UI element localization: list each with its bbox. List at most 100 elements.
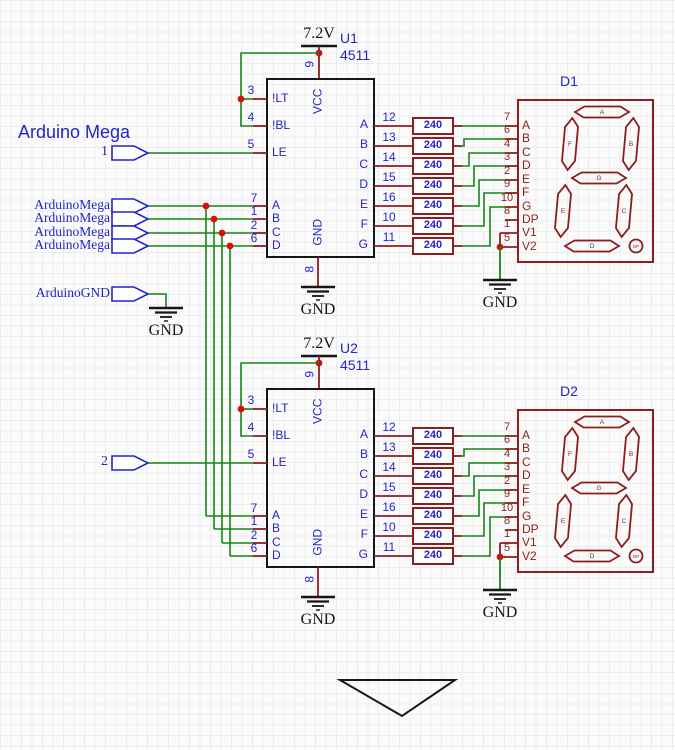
u1-data-pin-number: 7: [250, 191, 258, 205]
u2-left-pin-number: 5: [247, 447, 255, 461]
d1-ref-label: D1: [560, 73, 578, 89]
segment-route-wire[interactable]: [462, 502, 505, 537]
d2-pin-number: 8: [503, 515, 511, 527]
d2-segment-f[interactable]: [561, 426, 579, 482]
u2-data-pin-number: 6: [250, 541, 258, 555]
u2-gnd-symbol-label: GND: [300, 611, 336, 628]
d1-segment-dp[interactable]: [628, 238, 644, 254]
u2-lt-bl-feed-wire[interactable]: [240, 362, 319, 437]
connector-flag-arduinomega[interactable]: [111, 211, 150, 227]
arduinomega-flag-label: ArduinoMega: [34, 210, 110, 225]
connector-flag-arduinomega[interactable]: [111, 225, 150, 241]
segment-route-wire[interactable]: [462, 489, 505, 517]
d2-dp-letter: DP: [633, 554, 639, 559]
resistor-value: 240: [423, 489, 443, 501]
u1-ic-body[interactable]: [266, 78, 375, 258]
d1-segment-letter: G: [596, 175, 601, 182]
segment-route-wire[interactable]: [462, 152, 505, 167]
d1-segment-c[interactable]: [615, 183, 633, 239]
d1-display-body[interactable]: [517, 99, 654, 263]
u1-ref-label: U1: [340, 30, 358, 46]
u1-lt-bl-feed-wire[interactable]: [240, 52, 319, 127]
u1-lt-junction[interactable]: [237, 95, 245, 103]
segment-route-wire[interactable]: [462, 179, 505, 207]
resistor-value: 240: [423, 449, 443, 461]
resistor-value: 240: [423, 549, 443, 561]
d1-pin-number: 3: [503, 151, 511, 163]
segment-route-wire[interactable]: [462, 192, 505, 227]
d2-segment-g[interactable]: [570, 481, 628, 495]
d2-segment-e[interactable]: [554, 493, 572, 549]
u1-out-pin-number: 14: [382, 150, 396, 164]
d2-display-body[interactable]: [517, 409, 654, 573]
d2-pin-number: 7: [503, 421, 511, 433]
u1-out-pin-name: G: [358, 237, 368, 251]
d1-pin-name: C: [522, 145, 531, 159]
u1-out-pin-name: B: [359, 137, 368, 151]
d1-segment-d[interactable]: [563, 239, 621, 253]
triangle-outline[interactable]: [336, 679, 459, 718]
d2-pin-name: A: [522, 428, 531, 442]
d2-segment-letter: G: [596, 485, 601, 492]
d2-segment-letter: C: [622, 518, 627, 525]
segment-route-wire[interactable]: [462, 138, 505, 147]
d1-segment-letter: E: [561, 208, 566, 215]
d1-segment-f[interactable]: [561, 116, 579, 172]
u2-power-rail-label: 7.2V: [303, 335, 335, 352]
d1-pin-number: 4: [503, 138, 511, 150]
connector-flag-arduinognd[interactable]: [111, 286, 150, 302]
segment-route-wire[interactable]: [462, 165, 505, 187]
data-bus-junction[interactable]: [226, 242, 234, 250]
d2-segment-letter: D: [590, 553, 595, 560]
u2-ic-body[interactable]: [266, 388, 375, 568]
d1-pin-number: 6: [503, 124, 511, 136]
connector-flag-le-2[interactable]: [111, 455, 150, 471]
resistor-value: 240: [423, 509, 443, 521]
d2-pin-number: 9: [503, 488, 511, 500]
u2-left-pin-name: LE: [272, 455, 287, 469]
d2-segment-d[interactable]: [563, 549, 621, 563]
connector-flag-arduinomega[interactable]: [111, 198, 150, 214]
data-bus-junction[interactable]: [218, 229, 226, 237]
connector-flag-arduinomega[interactable]: [111, 238, 150, 254]
u2-lt-junction[interactable]: [237, 405, 245, 413]
data-bus-junction[interactable]: [202, 202, 210, 210]
d1-segment-b[interactable]: [622, 116, 640, 172]
u2-left-pin-number: 4: [247, 420, 255, 434]
d2-pin-number: 2: [503, 475, 511, 487]
arduinognd-wire[interactable]: [148, 293, 167, 308]
d2-segment-letter: F: [568, 451, 572, 458]
d1-segment-e[interactable]: [554, 183, 572, 239]
d1-segment-g[interactable]: [570, 171, 628, 185]
d2-segment-a[interactable]: [573, 415, 631, 429]
u1-out-pin-number: 10: [382, 210, 396, 224]
d1-pin-number: 7: [503, 111, 511, 123]
u2-data-pin-number: 2: [250, 528, 258, 542]
d2-segment-dp[interactable]: [628, 548, 644, 564]
u2-data-pin-name: C: [272, 535, 281, 549]
u2-out-pin-number: 12: [382, 420, 396, 434]
d2-pin-number: 4: [503, 448, 511, 460]
segment-route-wire[interactable]: [462, 516, 505, 557]
segment-route-wire[interactable]: [462, 475, 505, 497]
segment-route-wire[interactable]: [462, 448, 505, 457]
data-bus-junction[interactable]: [210, 215, 218, 223]
d2-pin-name: DP: [522, 522, 539, 536]
resistor-value: 240: [423, 139, 443, 151]
d1-segment-letter: B: [629, 141, 633, 148]
u1-vcc-name: VCC: [310, 88, 325, 114]
u2-out-pin-name: A: [359, 427, 368, 441]
d2-segment-c[interactable]: [615, 493, 633, 549]
d1-pin-number: 9: [503, 178, 511, 190]
u1-out-pin-number: 12: [382, 110, 396, 124]
u2-out-pin-number: 15: [382, 480, 396, 494]
segment-route-wire[interactable]: [462, 206, 505, 247]
segment-route-wire[interactable]: [462, 462, 505, 477]
d1-pin-name: D: [522, 158, 531, 172]
resistor-value: 240: [423, 119, 443, 131]
u2-data-pin-name: D: [272, 548, 281, 562]
d1-segment-a[interactable]: [573, 105, 631, 119]
d2-segment-b[interactable]: [622, 426, 640, 482]
connector-le-label-1: 1: [101, 144, 108, 159]
connector-flag-le-1[interactable]: [111, 145, 150, 161]
